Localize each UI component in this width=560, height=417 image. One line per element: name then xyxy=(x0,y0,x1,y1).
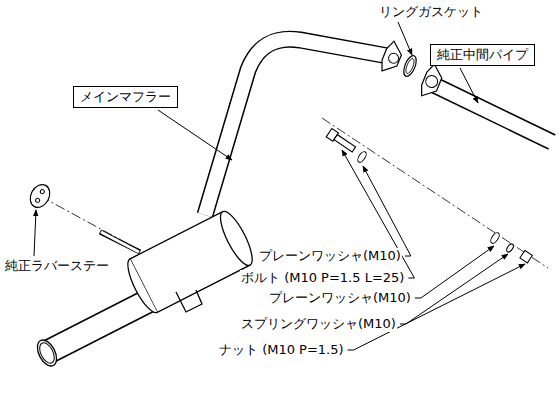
part-label: リングガスケット xyxy=(378,4,484,20)
leader-line xyxy=(34,210,36,256)
tail-tip xyxy=(34,337,61,369)
part-label: 純正ラバーステー xyxy=(4,258,110,274)
part-name: メインマフラー xyxy=(80,89,171,105)
spring-washer xyxy=(505,243,514,253)
bracket xyxy=(176,290,202,312)
flange xyxy=(418,63,446,101)
ring-gasket xyxy=(401,54,419,78)
mid-pipe-fill xyxy=(428,82,556,144)
tail-fill xyxy=(48,300,150,352)
plain-washer xyxy=(356,150,368,163)
callout-box: メインマフラー xyxy=(73,86,178,108)
rubber-stay xyxy=(26,181,53,211)
part-name: 純正中間パイプ xyxy=(437,47,528,63)
leader-line xyxy=(400,254,508,324)
muffler-canister xyxy=(122,208,258,317)
part-label: プレーンワッシャ(M10) xyxy=(268,290,412,306)
part-label: スプリングワッシャ(M10) xyxy=(240,316,397,332)
part-label: ボルト (M10 P=1.5 L=25) xyxy=(240,270,405,286)
plain-washer xyxy=(489,231,501,244)
leader-line xyxy=(398,22,412,55)
pipe-fill xyxy=(205,39,388,215)
part-label: ナット (M10 P=1.5) xyxy=(218,342,345,358)
tail-outline xyxy=(48,300,150,352)
leader-line xyxy=(363,166,411,256)
leader-line xyxy=(158,110,232,160)
part-label: プレーンワッシャ(M10) xyxy=(258,248,402,264)
leader-line xyxy=(460,68,478,103)
hanger-rod xyxy=(100,232,140,252)
callout-box: 純正中間パイプ xyxy=(430,44,535,66)
bolt xyxy=(326,128,356,153)
hanger-rod xyxy=(101,232,139,252)
nut xyxy=(520,250,532,262)
flange xyxy=(378,40,405,76)
pipe-outline xyxy=(205,39,388,215)
center-line xyxy=(322,118,548,268)
